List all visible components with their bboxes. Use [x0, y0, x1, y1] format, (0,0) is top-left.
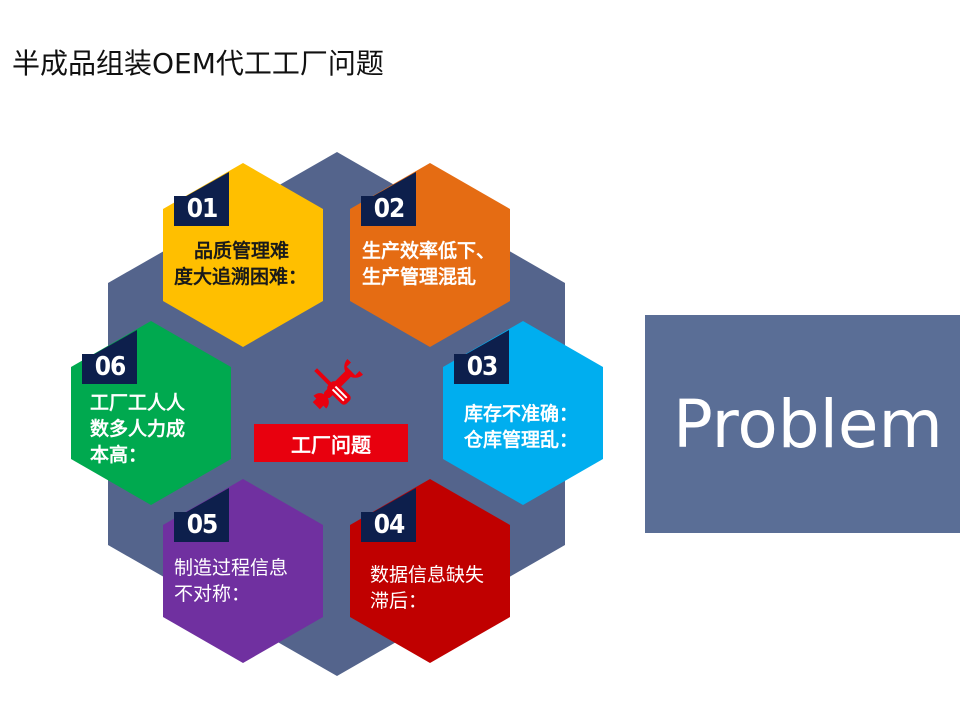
number-label-06: 06 — [94, 352, 127, 382]
hexagon-06-line-1: 工厂工人人 — [90, 392, 186, 414]
hexagon-01-line-2: 度大追溯困难： — [174, 266, 308, 288]
number-tab-03 — [454, 330, 509, 361]
number-tab-06 — [82, 330, 137, 361]
hexagon-04-line-2: 滞后： — [370, 590, 428, 612]
number-tab-05 — [174, 488, 229, 519]
hexagon-02-text: 生产效率低下、 生产管理混乱 — [362, 238, 495, 290]
hexagon-01-line-1: 品质管理难 — [194, 240, 290, 262]
hexagon-04-text: 数据信息缺失 滞后： — [370, 562, 484, 614]
number-label-02: 02 — [373, 194, 406, 224]
hexagon-02-line-2: 生产管理混乱 — [362, 266, 477, 288]
center-label: 工厂问题 — [254, 424, 408, 462]
number-tab-02 — [361, 172, 416, 203]
tools-icon — [312, 359, 363, 410]
hexagon-01-text: 品质管理难 度大追溯困难： — [174, 238, 307, 290]
problem-text: Problem — [673, 385, 943, 463]
hexagon-06-line-3: 本高： — [90, 444, 148, 466]
number-badge-03 — [454, 354, 509, 384]
hexagon-04-line-1: 数据信息缺失 — [370, 564, 485, 586]
hexagon-05-line-2: 不对称： — [174, 583, 251, 605]
problem-box: Problem — [645, 315, 960, 533]
hexagon-03-text: 库存不准确： 仓库管理乱： — [464, 401, 578, 453]
number-label-03: 03 — [466, 352, 499, 382]
number-badge-06 — [82, 354, 137, 384]
number-badge-04 — [361, 512, 416, 542]
number-badge-02 — [361, 196, 416, 226]
hexagon-05-line-1: 制造过程信息 — [174, 557, 289, 579]
number-label-01: 01 — [186, 194, 219, 224]
hexagon-06-line-2: 数多人力成 — [90, 418, 186, 440]
number-tab-04 — [361, 488, 416, 519]
number-label-04: 04 — [373, 510, 406, 540]
hexagon-03-line-2: 仓库管理乱： — [464, 429, 579, 451]
number-label-05: 05 — [186, 510, 219, 540]
number-badge-05 — [174, 512, 229, 542]
number-badge-01 — [174, 196, 229, 226]
hexagon-05-text: 制造过程信息 不对称： — [174, 555, 288, 607]
number-tab-01 — [174, 172, 229, 203]
hexagon-02-line-1: 生产效率低下、 — [362, 240, 496, 262]
hexagon-06-text: 工厂工人人 数多人力成 本高： — [90, 390, 185, 468]
hexagon-03-line-1: 库存不准确： — [464, 403, 579, 425]
page-title: 半成品组装OEM代工工厂问题 — [12, 47, 384, 80]
